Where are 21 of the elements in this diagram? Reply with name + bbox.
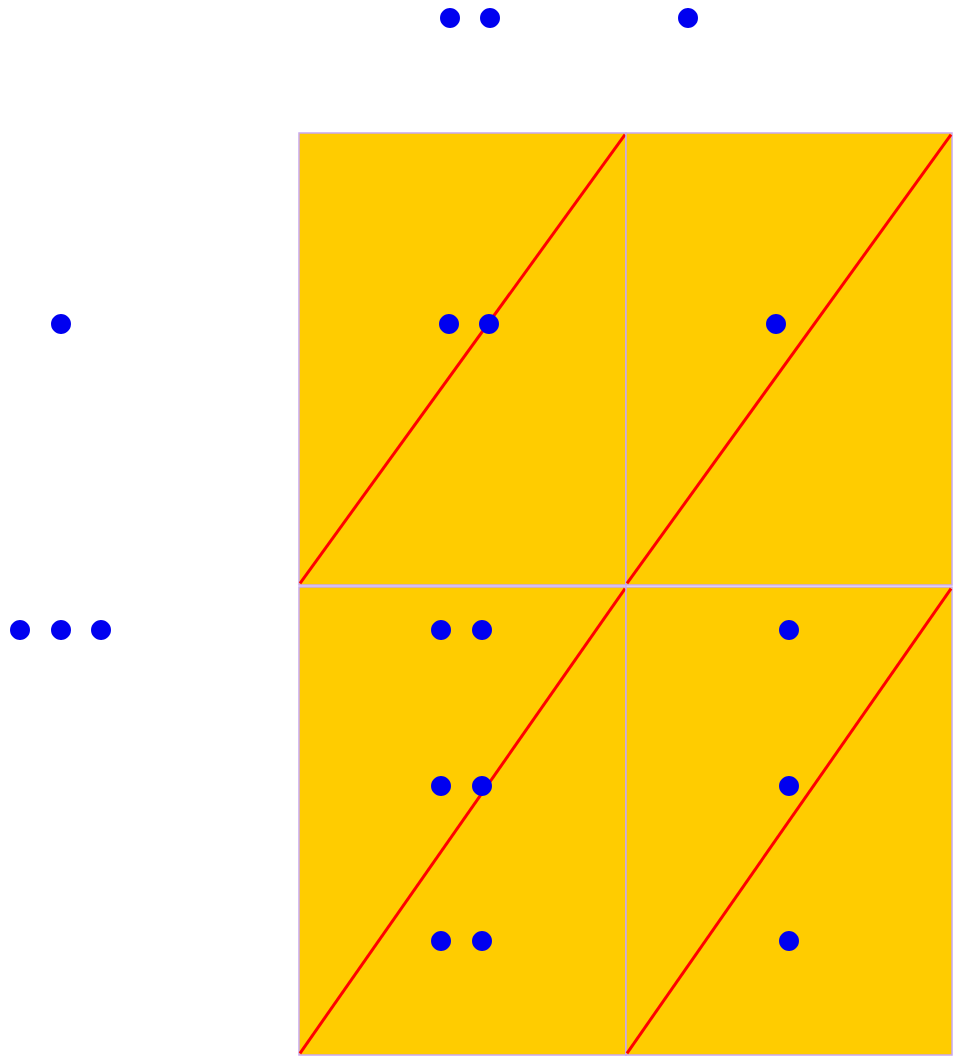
box-drawing	[625, 132, 953, 586]
dot	[439, 314, 459, 334]
dot	[766, 314, 786, 334]
dot	[431, 620, 451, 640]
dot	[440, 8, 460, 28]
dot	[479, 314, 499, 334]
dot	[10, 620, 30, 640]
box-drawing	[298, 586, 627, 1056]
dot	[51, 620, 71, 640]
dot	[431, 776, 451, 796]
dot	[472, 931, 492, 951]
dot	[51, 314, 71, 334]
dot	[480, 8, 500, 28]
dot	[472, 620, 492, 640]
dot	[431, 931, 451, 951]
dot	[472, 776, 492, 796]
dot	[779, 931, 799, 951]
dot	[678, 8, 698, 28]
dot	[779, 776, 799, 796]
dot	[779, 620, 799, 640]
dot	[91, 620, 111, 640]
